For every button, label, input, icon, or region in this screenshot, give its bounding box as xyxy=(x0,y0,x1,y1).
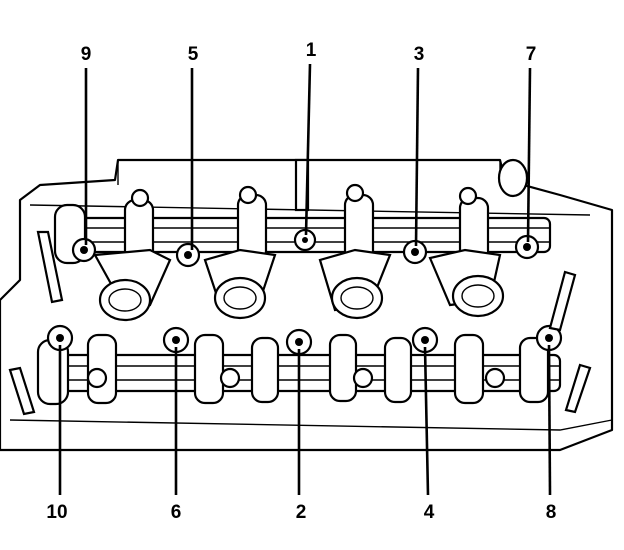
side-studs xyxy=(8,158,592,416)
callout-label-2: 2 xyxy=(296,502,307,523)
upper-rocker-arms xyxy=(93,248,502,312)
callout-label-3: 3 xyxy=(414,44,425,65)
leader-line-3 xyxy=(414,67,420,247)
callout-label-5: 5 xyxy=(188,44,199,65)
callout-label-8: 8 xyxy=(546,502,557,523)
callout-label-7: 7 xyxy=(526,44,537,65)
callout-label-10: 10 xyxy=(46,502,67,523)
callout-label-6: 6 xyxy=(171,502,182,523)
leader-line-1 xyxy=(304,63,312,236)
leader-line-7 xyxy=(526,67,532,243)
bearing-cap-bolts xyxy=(46,183,563,389)
callout-label-1: 1 xyxy=(306,40,317,61)
leader-line-4 xyxy=(423,346,430,496)
callout-label-4: 4 xyxy=(424,502,435,523)
leader-lines xyxy=(58,63,552,496)
leader-line-8 xyxy=(547,344,552,496)
plug-openings xyxy=(98,274,505,322)
callout-label-9: 9 xyxy=(81,44,92,65)
callout-labels: 9 5 1 3 7 10 6 2 4 8 xyxy=(46,40,556,523)
